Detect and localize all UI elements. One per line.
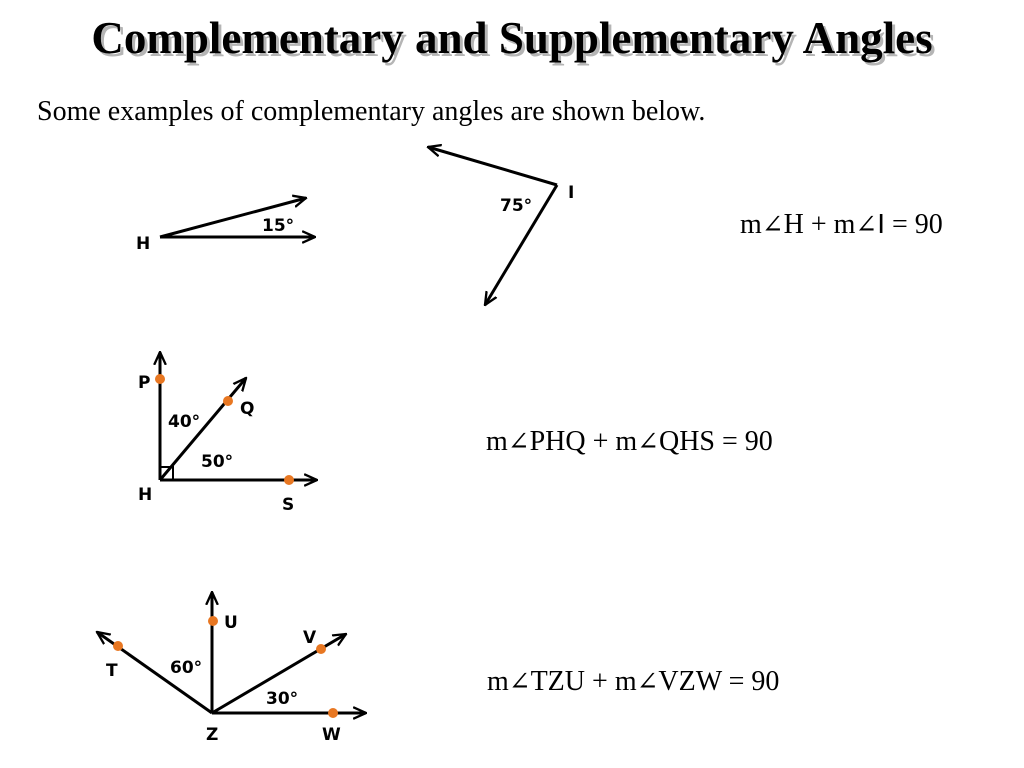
point-t bbox=[113, 641, 123, 651]
equation-phq-qhs: m∠PHQ + m∠QHS = 90 bbox=[486, 426, 773, 457]
angle-tzu-vzw-figure bbox=[97, 592, 366, 713]
label-vertex-i: I bbox=[568, 183, 574, 203]
page-title: Complementary and Supplementary Angles bbox=[91, 13, 933, 63]
ray-i-lower bbox=[485, 184, 559, 305]
label-point-w: W bbox=[322, 725, 341, 745]
point-s bbox=[284, 475, 294, 485]
angle-icon: ∠ bbox=[636, 667, 659, 697]
angle-icon: ∠ bbox=[507, 427, 530, 457]
angle-icon: ∠ bbox=[637, 427, 659, 457]
label-angle-75: 75° bbox=[500, 196, 532, 216]
label-vertex-h2: H bbox=[138, 485, 152, 505]
label-angle-60: 60° bbox=[170, 658, 202, 678]
point-v bbox=[316, 644, 326, 654]
label-angle-30: 30° bbox=[266, 689, 298, 709]
angle-icon: ∠ bbox=[508, 667, 531, 697]
point-p bbox=[155, 374, 165, 384]
ray-i-upper bbox=[428, 147, 558, 187]
label-angle-15: 15° bbox=[262, 216, 294, 236]
label-point-v: V bbox=[303, 628, 317, 648]
point-q bbox=[223, 396, 233, 406]
angle-icon: ∠ bbox=[855, 210, 878, 240]
ray-hq bbox=[158, 378, 246, 481]
angle-h-figure bbox=[159, 198, 315, 239]
label-point-s: S bbox=[282, 495, 294, 515]
equation-tzu-vzw: m∠TZU + m∠VZW = 90 bbox=[487, 666, 780, 697]
point-w bbox=[328, 708, 338, 718]
label-point-u: U bbox=[224, 613, 238, 633]
point-u bbox=[208, 616, 218, 626]
equation-h-i: m∠H + m∠I = 90 bbox=[740, 208, 943, 240]
label-vertex-h: H bbox=[136, 234, 150, 254]
right-angle-marker bbox=[160, 466, 174, 480]
label-angle-40: 40° bbox=[168, 412, 200, 432]
ray-h-upper bbox=[159, 198, 306, 239]
label-point-t: T bbox=[106, 661, 118, 681]
intro-text: Some examples of complementary angles ar… bbox=[37, 96, 706, 127]
label-point-p: P bbox=[138, 373, 150, 393]
label-point-q: Q bbox=[240, 399, 254, 419]
angle-i-figure bbox=[428, 147, 559, 305]
angle-icon: ∠ bbox=[761, 210, 784, 240]
label-vertex-z: Z bbox=[206, 725, 218, 745]
label-angle-50: 50° bbox=[201, 452, 233, 472]
